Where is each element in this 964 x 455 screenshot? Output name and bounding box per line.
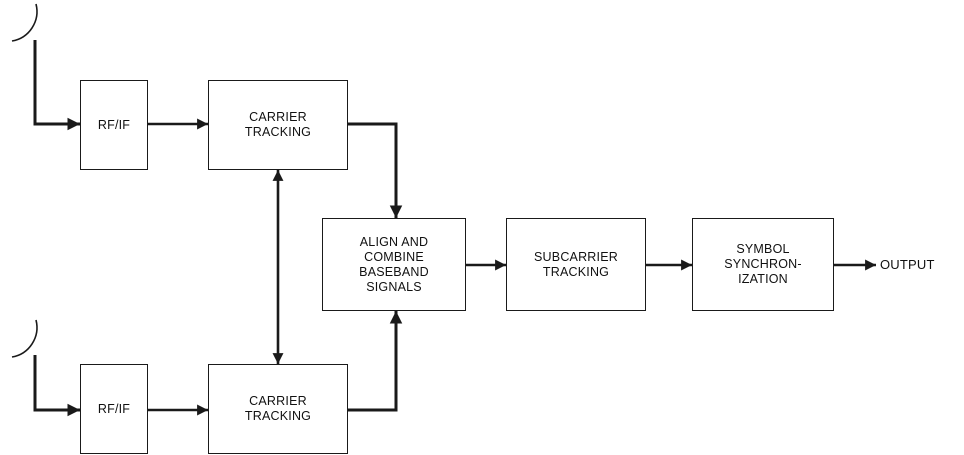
block-label: CARRIER xyxy=(249,394,307,408)
block-label: SUBCARRIER xyxy=(534,249,618,264)
block-label: RF/IF xyxy=(97,401,131,416)
rf-if-block-bottom: RF/IF xyxy=(80,364,148,454)
feed-line-top xyxy=(33,40,80,131)
block-label: BASEBAND xyxy=(359,264,429,279)
arrow-carrier-bottom-to-combiner xyxy=(348,311,403,412)
block-label: TRACKING xyxy=(244,125,312,139)
block-label: CARRIER xyxy=(249,110,307,124)
align-combine-baseband-block: ALIGN AND COMBINE BASEBAND SIGNALS xyxy=(322,218,466,311)
carrier-tracking-block-top: CARRIER TRACKING xyxy=(208,80,348,170)
block-label: SYNCHRON- xyxy=(724,257,802,271)
subcarrier-tracking-block: SUBCARRIER TRACKING xyxy=(506,218,646,311)
block-label: IZATION xyxy=(738,272,788,286)
antenna-bottom-icon xyxy=(11,319,38,358)
block-label: SIGNALS xyxy=(366,279,422,294)
rf-if-block-top: RF/IF xyxy=(80,80,148,170)
block-label: ALIGN AND xyxy=(359,234,429,249)
block-label: TRACKING xyxy=(542,264,610,279)
block-label: TRACKING xyxy=(244,409,312,423)
block-label: COMBINE xyxy=(364,249,424,264)
output-label: OUTPUT xyxy=(880,257,935,272)
block-label: SYMBOL xyxy=(736,242,790,256)
feed-line-bottom xyxy=(33,355,80,417)
block-label: RF/IF xyxy=(97,117,131,132)
symbol-synchronization-block: SYMBOL SYNCHRON- IZATION xyxy=(692,218,834,311)
carrier-tracking-block-bottom: CARRIER TRACKING xyxy=(208,364,348,454)
arrow-carrier-top-to-combiner xyxy=(348,122,403,218)
antenna-top-icon xyxy=(11,3,38,42)
